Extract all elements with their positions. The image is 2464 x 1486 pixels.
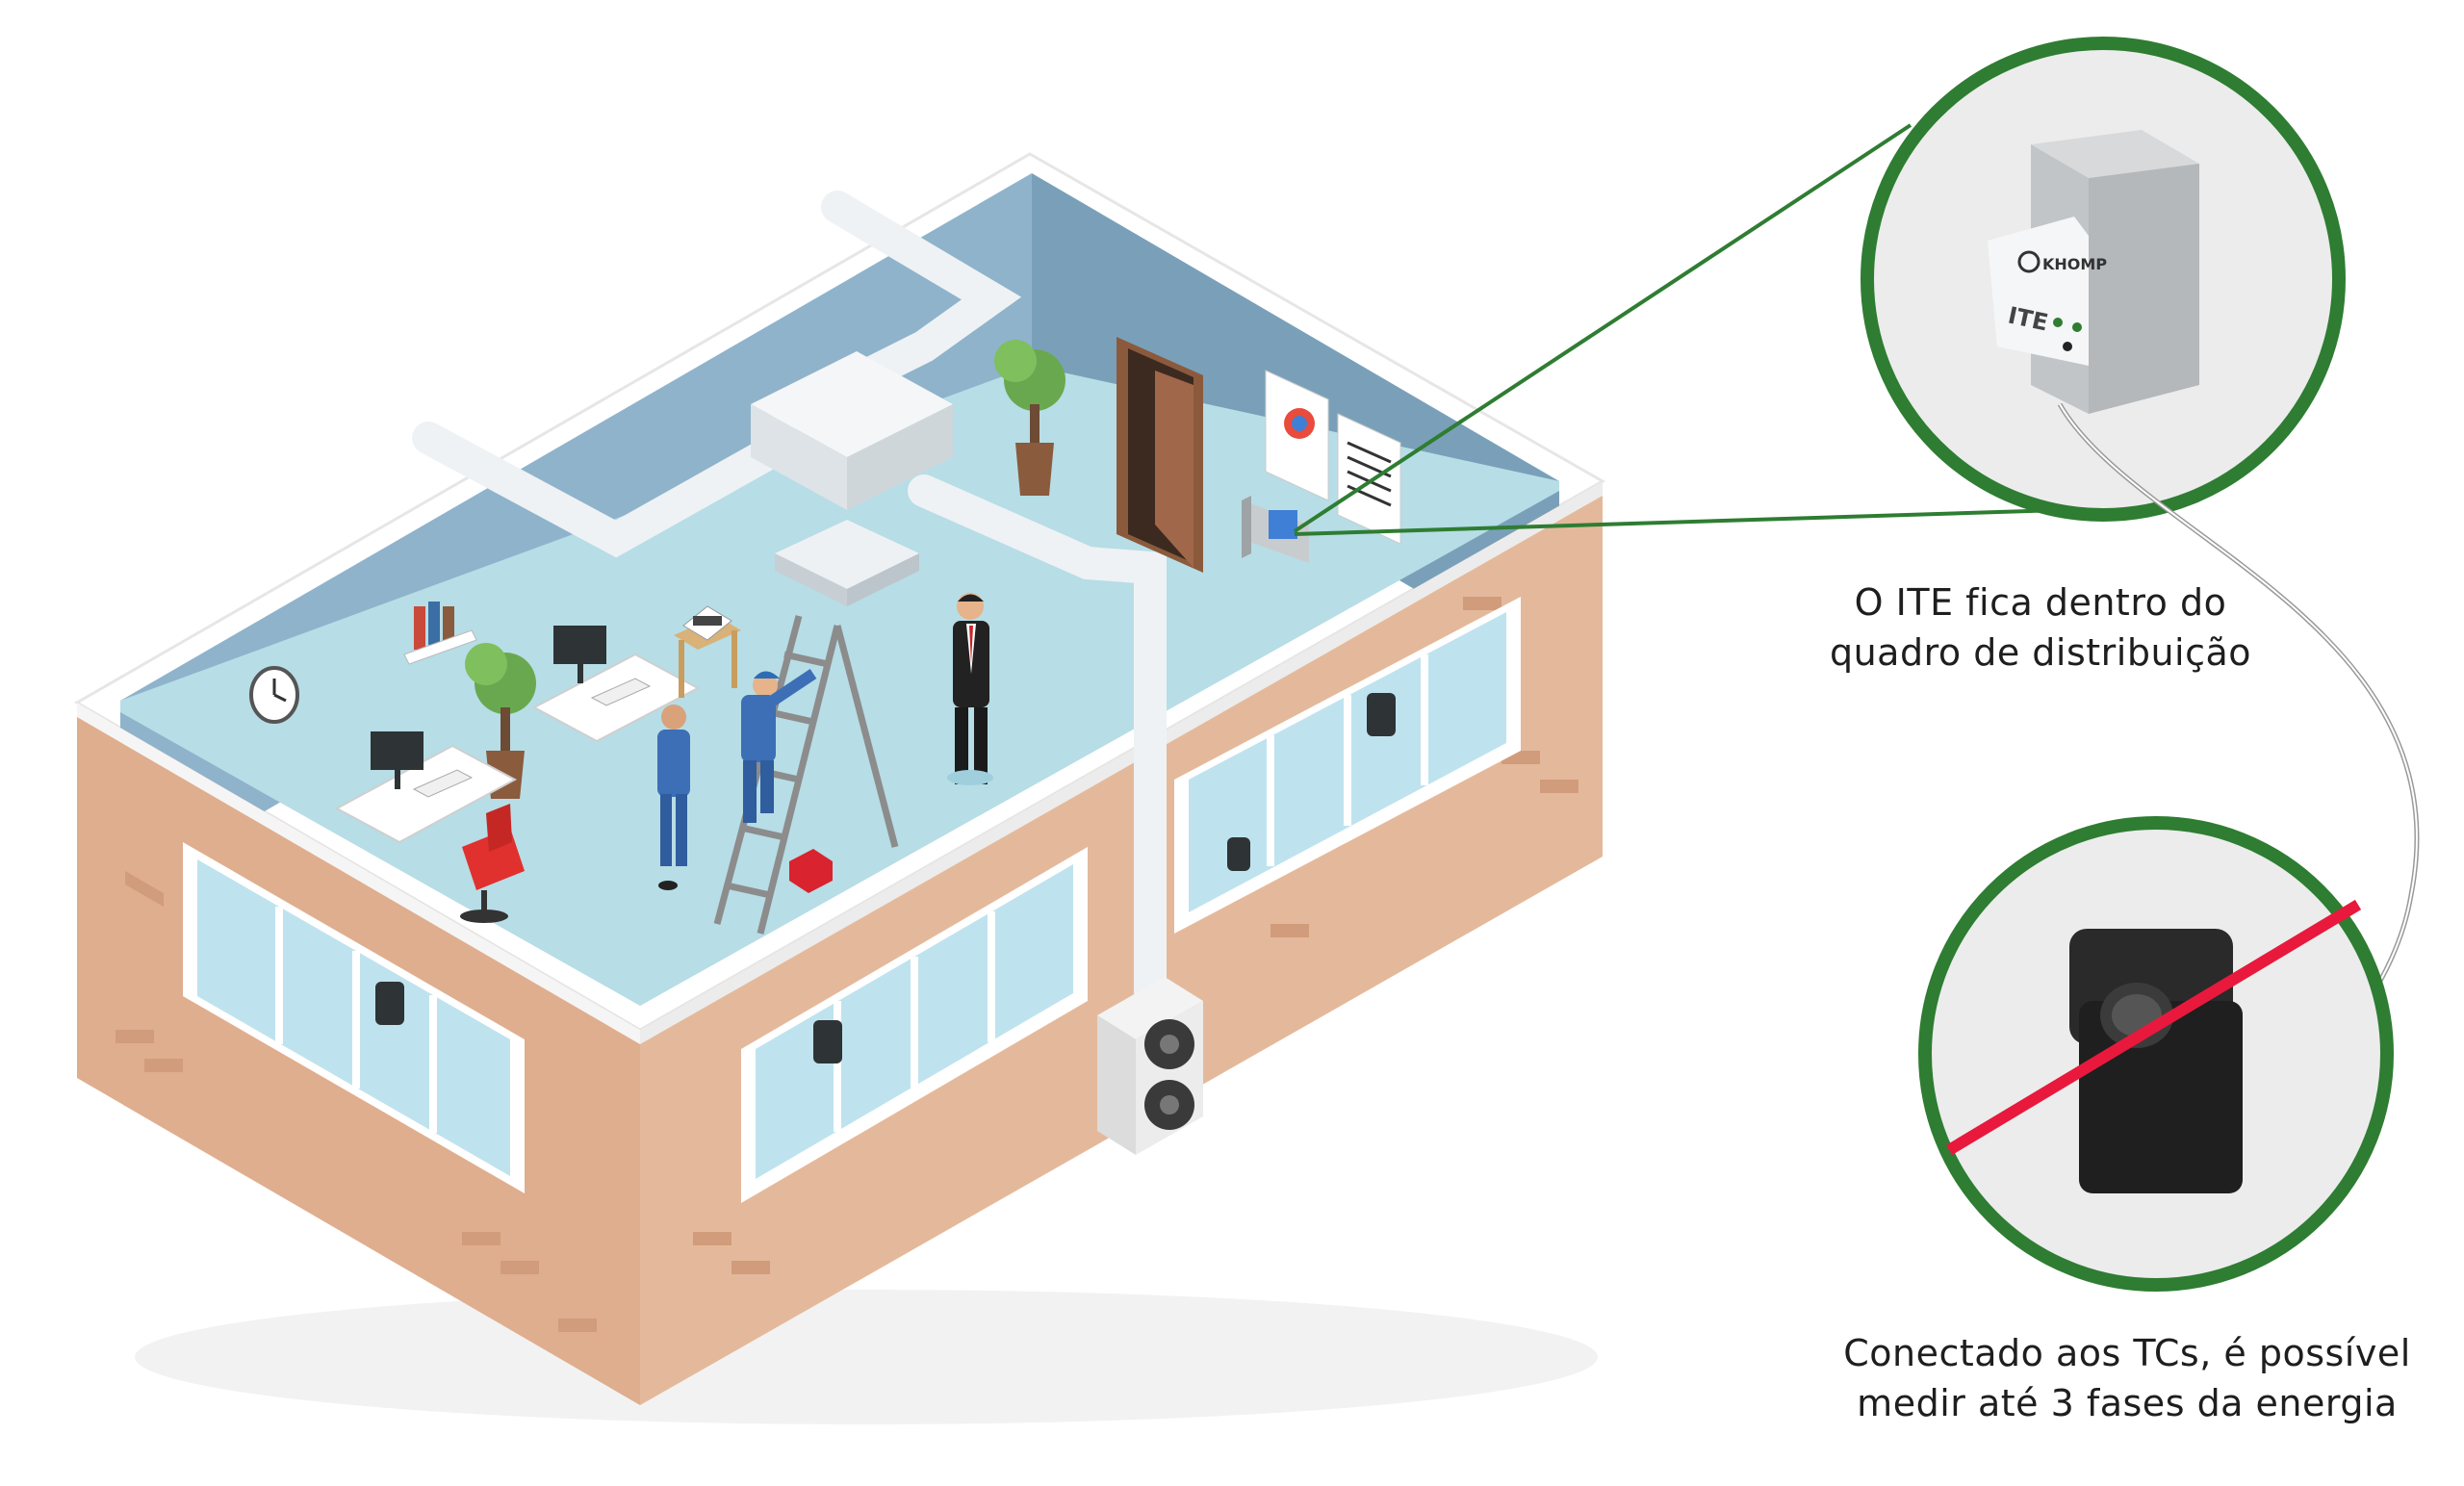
central-air-handler — [751, 351, 953, 606]
current-transformer-zoom — [1918, 816, 2394, 1292]
toolbox — [789, 849, 833, 893]
office-building — [74, 152, 1606, 1424]
ladder — [713, 615, 899, 935]
potted-plant-front — [465, 643, 536, 799]
caption-ite-location: O ITE fica dentro do quadro de distribui… — [1694, 577, 2387, 678]
window-right-wall-upper — [1174, 597, 1521, 934]
distribution-panel — [1242, 496, 1309, 563]
outdoor-ac-condenser — [1097, 977, 1203, 1155]
window-left-wall — [183, 842, 525, 1193]
wall-clock — [249, 666, 299, 724]
worker-on-ladder — [741, 669, 817, 823]
bookshelf — [403, 602, 477, 665]
red-office-chair — [460, 804, 525, 923]
ite-device: KHOMP ITE — [1988, 130, 2199, 414]
caption-ct-connection: Conectado aos TCs, é possível medir até … — [1790, 1328, 2464, 1428]
desk-front — [334, 731, 518, 844]
window-right-wall-lower — [741, 847, 1088, 1203]
power-cable — [1945, 899, 2362, 1156]
door — [1116, 337, 1203, 573]
callout-lines — [1293, 123, 2061, 536]
led-indicator — [2053, 318, 2063, 327]
wall-posters — [1265, 370, 1401, 545]
caption-line: medir até 3 fases da energia — [1857, 1382, 2398, 1424]
caption-line: Conectado aos TCs, é possível — [1843, 1332, 2411, 1374]
printer-stand — [674, 605, 741, 698]
window-office-chairs — [375, 693, 1396, 1063]
desk-middle — [531, 626, 701, 743]
caption-line: O ITE fica dentro do — [1854, 581, 2227, 624]
ite-brand-label: KHOMP — [2042, 255, 2107, 273]
worker-standing — [657, 705, 690, 890]
potted-plant-back — [994, 340, 1065, 496]
ite-device-zoom: KHOMP ITE — [1861, 37, 2346, 522]
businessman — [947, 593, 993, 785]
caption-line: quadro de distribuição — [1829, 631, 2252, 674]
